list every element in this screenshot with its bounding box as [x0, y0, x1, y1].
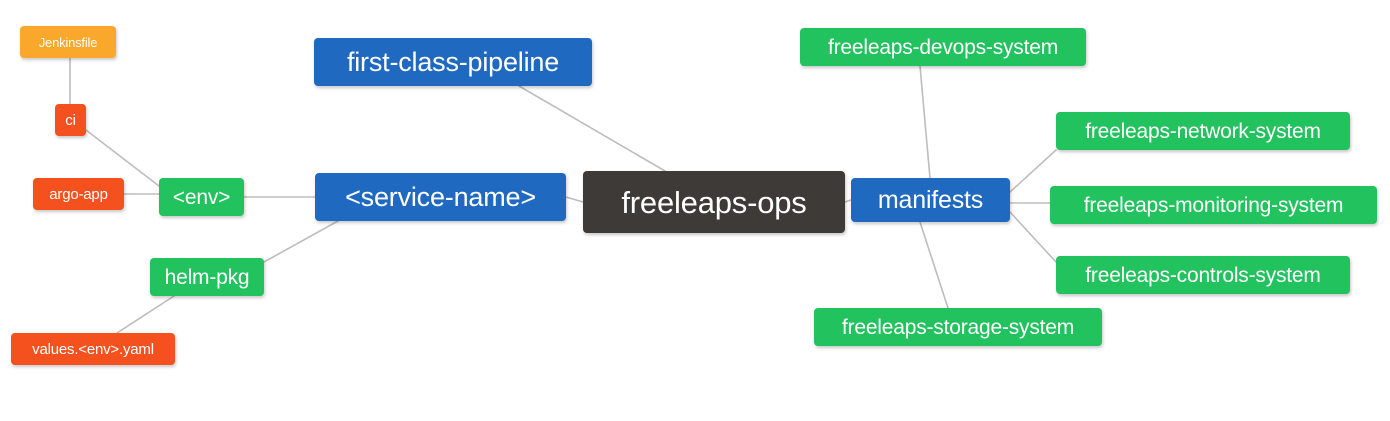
edge-manifests-to-freeleaps-network-system [1009, 149, 1057, 193]
edge-manifests-to-freeleaps-devops-system [919, 65, 931, 179]
node-helm-pkg[interactable]: helm-pkg [150, 258, 264, 296]
edge-root-to-service-name [565, 196, 584, 203]
node-root[interactable]: freeleaps-ops [583, 171, 845, 233]
node-jenkinsfile[interactable]: Jenkinsfile [20, 26, 116, 58]
node-first-class-pipeline[interactable]: first-class-pipeline [314, 38, 592, 86]
node-freeleaps-devops-system[interactable]: freeleaps-devops-system [800, 28, 1086, 66]
node-ci[interactable]: ci [55, 104, 86, 136]
node-freeleaps-controls-system[interactable]: freeleaps-controls-system [1056, 256, 1350, 294]
node-values-env-yaml[interactable]: values.<env>.yaml [11, 333, 175, 365]
node-service-name[interactable]: <service-name> [315, 173, 566, 221]
node-freeleaps-monitoring-system[interactable]: freeleaps-monitoring-system [1050, 186, 1377, 224]
edge-first-class-pipeline-to-root [518, 85, 666, 172]
edge-helm-pkg-to-values-env-yaml [116, 295, 175, 334]
node-freeleaps-network-system[interactable]: freeleaps-network-system [1056, 112, 1350, 150]
node-manifests[interactable]: manifests [851, 178, 1010, 222]
node-freeleaps-storage-system[interactable]: freeleaps-storage-system [814, 308, 1102, 346]
edge-service-name-to-helm-pkg [263, 220, 339, 263]
node-argo-app[interactable]: argo-app [33, 178, 124, 210]
edge-manifests-to-freeleaps-storage-system [919, 221, 949, 309]
node-env[interactable]: <env> [159, 178, 244, 216]
